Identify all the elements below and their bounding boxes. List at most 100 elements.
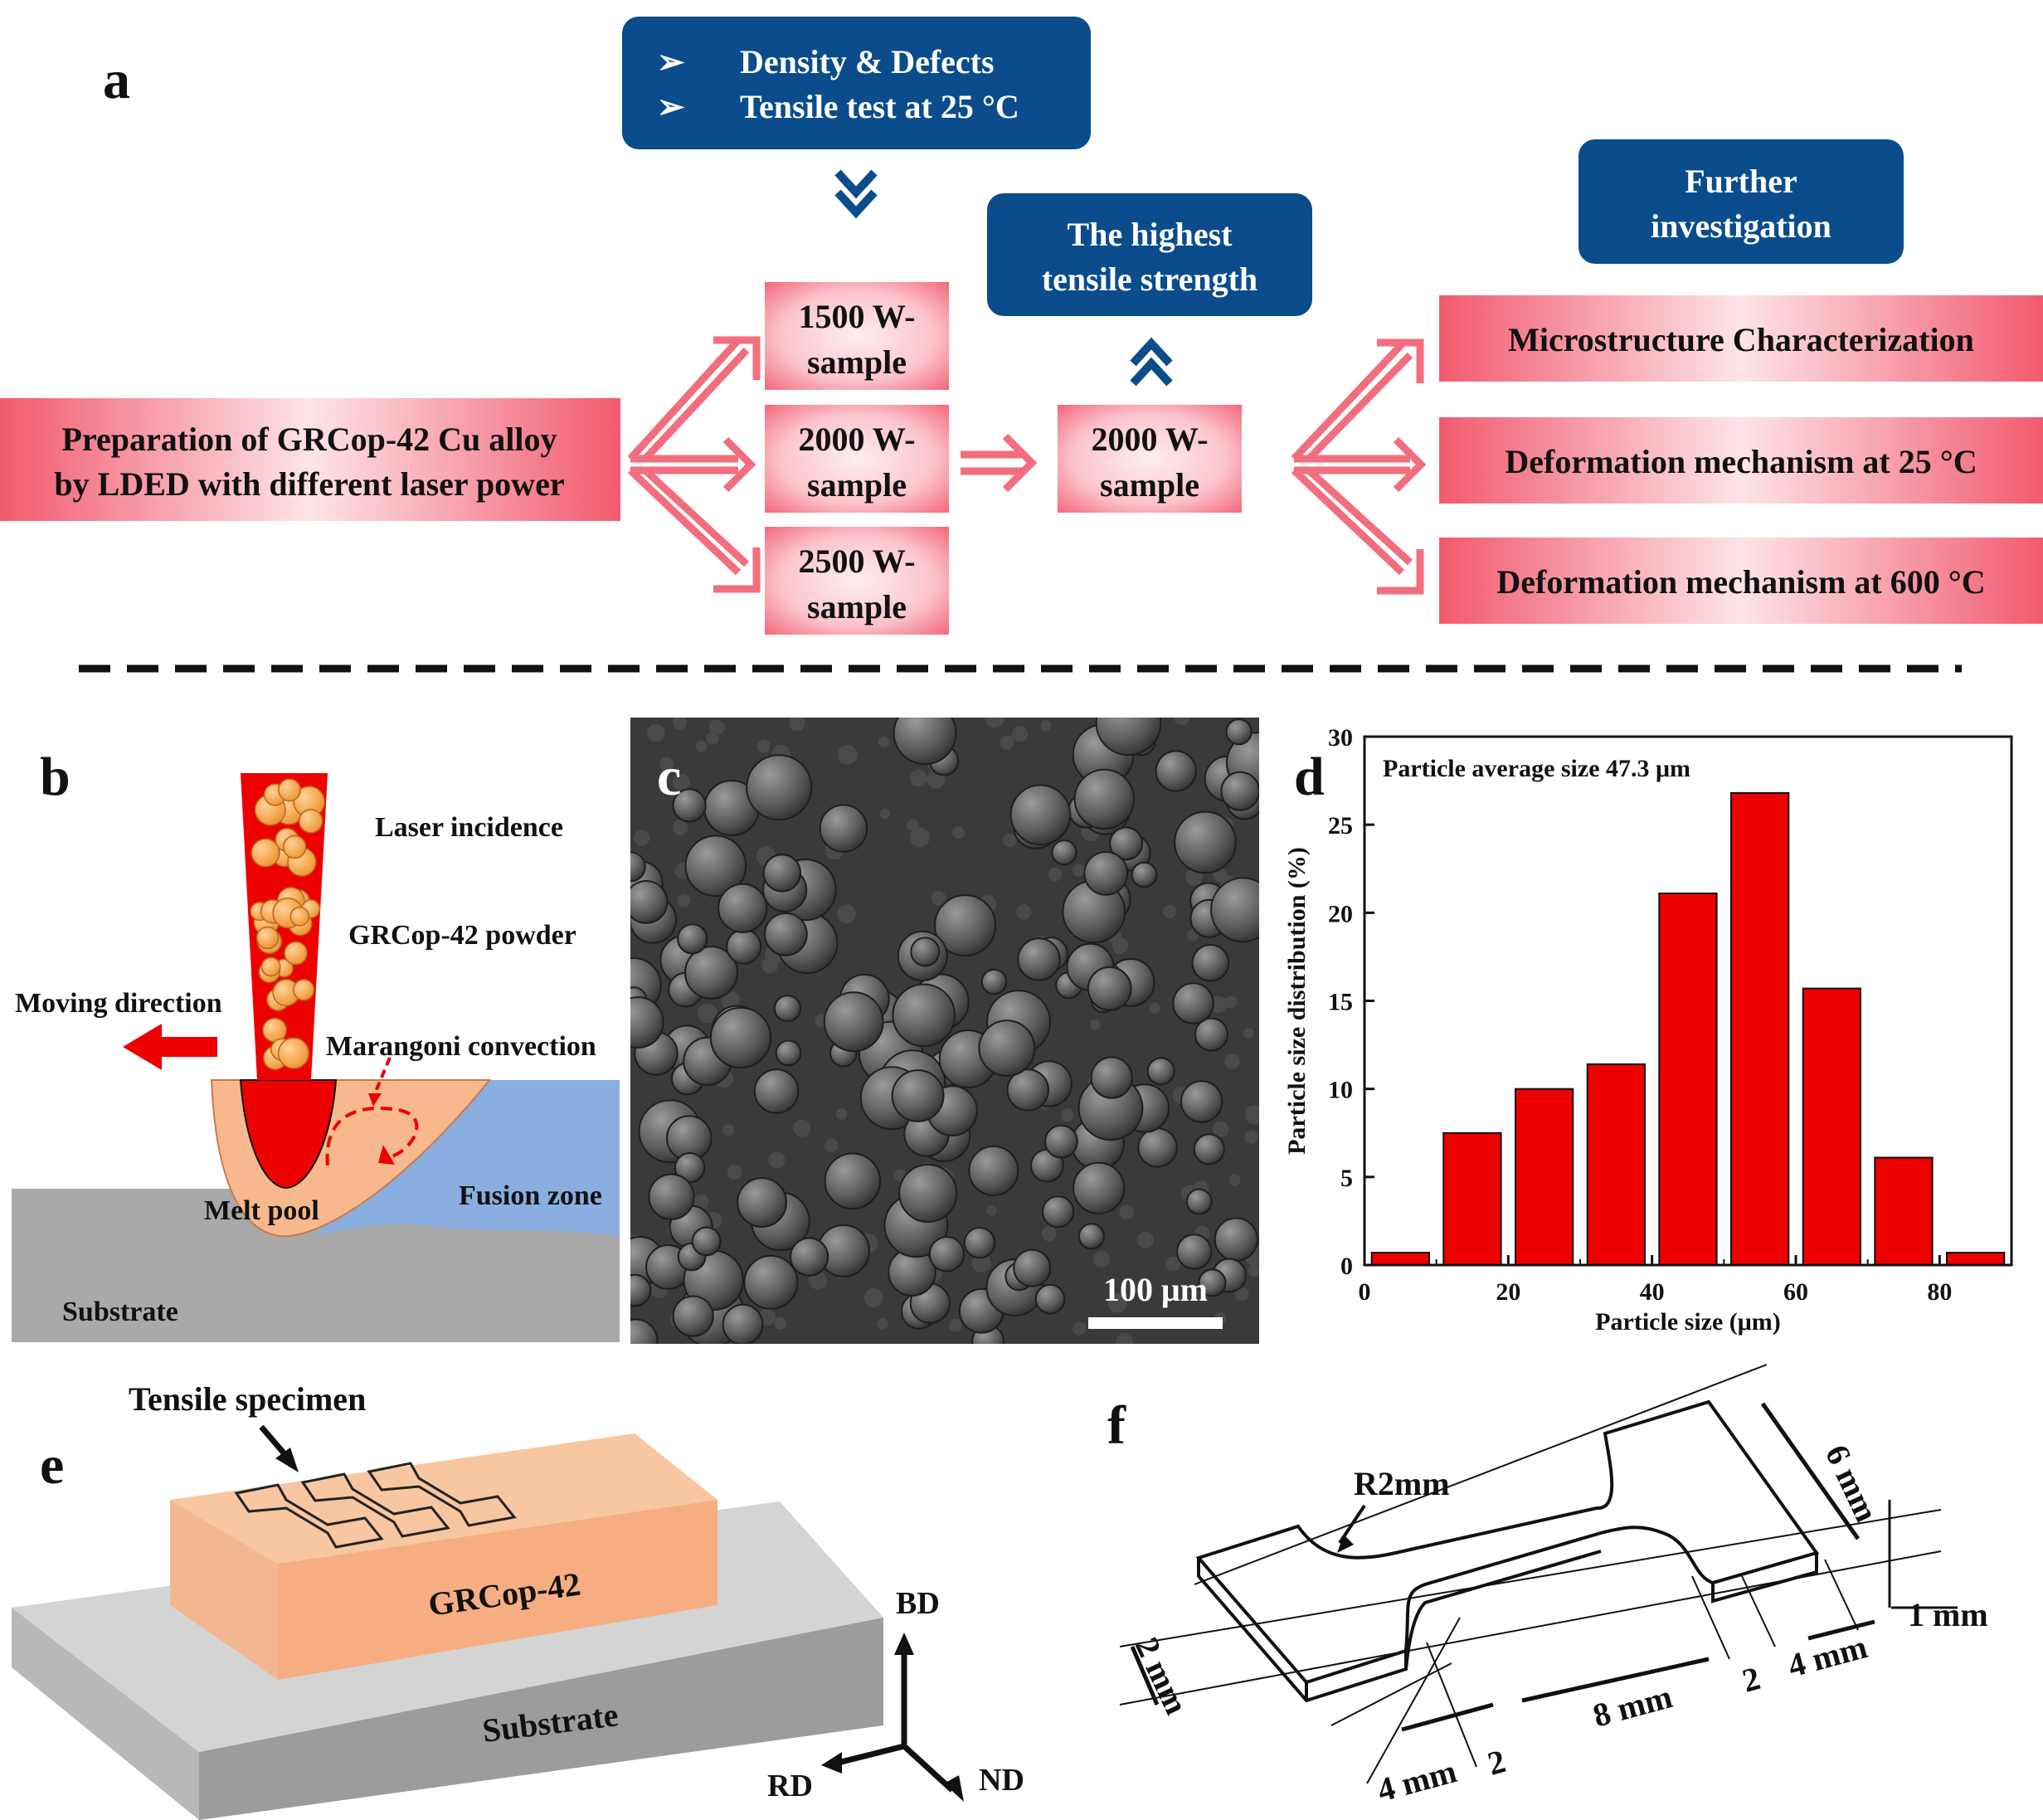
scale-bar bbox=[1088, 1317, 1223, 1329]
sem-particle bbox=[1220, 771, 1259, 811]
sem-small-particle bbox=[986, 1205, 997, 1216]
sem-small-particle bbox=[647, 723, 665, 742]
sem-particle bbox=[762, 854, 801, 893]
sem-small-particle bbox=[863, 1288, 883, 1307]
sem-particle bbox=[963, 1227, 996, 1259]
panel-label-f: f bbox=[1107, 1395, 1126, 1456]
dim-1mm-label: 1 mm bbox=[1908, 1596, 1988, 1633]
tensile-specimen-label: Tensile specimen bbox=[129, 1380, 366, 1418]
sem-particle bbox=[968, 1145, 1019, 1196]
preparation-line2: by LDED with different laser power bbox=[54, 465, 564, 503]
sem-particle bbox=[1109, 826, 1144, 861]
powder-label: GRCop-42 powder bbox=[348, 920, 576, 951]
sem-small-particle bbox=[1119, 1204, 1134, 1219]
sem-particle bbox=[824, 1152, 882, 1210]
sem-particle bbox=[1198, 1268, 1227, 1297]
sem-particle bbox=[1051, 839, 1077, 866]
sem-particle bbox=[1090, 1056, 1133, 1099]
dim-6mm-label: 6 mm bbox=[1818, 1439, 1886, 1528]
dim-4mm-right: 4 mm bbox=[1784, 1628, 1871, 1684]
chart-title: Particle average size 47.3 μm bbox=[1383, 755, 1690, 782]
dim-2-right: 2 bbox=[1739, 1659, 1764, 1700]
dim-8mm-label: 8 mm bbox=[1589, 1677, 1676, 1734]
powder-particle bbox=[284, 941, 308, 966]
y-tick-label: 5 bbox=[1340, 1165, 1353, 1192]
powder-particle bbox=[278, 778, 301, 802]
x-axis-label: Particle size (μm) bbox=[1595, 1308, 1781, 1336]
y-tick-label: 15 bbox=[1328, 989, 1353, 1016]
bar-15 bbox=[1442, 1131, 1502, 1267]
specimen-drawing bbox=[1195, 1399, 1820, 1703]
y-tick-label: 20 bbox=[1328, 900, 1353, 927]
sem-particle bbox=[1044, 1124, 1078, 1159]
sem-particle bbox=[630, 1273, 652, 1307]
sem-particle bbox=[934, 894, 997, 957]
sem-particle bbox=[717, 883, 768, 933]
bar-65 bbox=[1802, 987, 1861, 1266]
sem-particle bbox=[1042, 1195, 1075, 1229]
sem-small-particle bbox=[693, 1194, 709, 1209]
sem-particle bbox=[1073, 768, 1136, 830]
sem-small-particle bbox=[672, 718, 687, 730]
panel-f: f R bbox=[1107, 1364, 1988, 1809]
svg-text:sample: sample bbox=[807, 588, 907, 625]
sem-small-particle bbox=[837, 904, 856, 924]
sem-particle bbox=[1083, 851, 1129, 896]
sem-small-particle bbox=[1244, 1105, 1259, 1125]
sem-particle bbox=[928, 1236, 966, 1273]
svg-text:investigation: investigation bbox=[1651, 207, 1831, 245]
sem-particle bbox=[672, 1295, 714, 1337]
sem-particle bbox=[823, 991, 884, 1053]
marangoni-pointer-head bbox=[368, 1093, 382, 1107]
bullet-1: ➢ bbox=[657, 43, 685, 80]
sem-particle bbox=[790, 1237, 829, 1277]
sem-particle bbox=[709, 1006, 772, 1069]
density-defects-box: ➢ Density & Defects ➢ Tensile test at 25… bbox=[622, 17, 1091, 149]
svg-text:sample: sample bbox=[807, 466, 907, 504]
sem-small-particle bbox=[1149, 1002, 1160, 1014]
sem-particle bbox=[893, 718, 957, 766]
density-defects-text: Density & Defects bbox=[740, 43, 995, 80]
outcome-microstructure: Microstructure Characterization bbox=[1439, 295, 2043, 382]
sem-small-particle bbox=[951, 826, 965, 839]
sem-particle bbox=[1185, 1188, 1213, 1215]
sem-small-particle bbox=[697, 1003, 717, 1024]
sem-particle bbox=[1191, 944, 1230, 982]
sem-particle bbox=[898, 1164, 958, 1223]
sem-small-particle bbox=[708, 719, 725, 736]
sem-particle bbox=[1174, 810, 1237, 874]
sem-small-particle bbox=[1113, 942, 1126, 955]
grcop-block-top bbox=[170, 1433, 717, 1564]
sem-particle bbox=[764, 912, 808, 956]
dim-2mm-label: 2 mm bbox=[1128, 1632, 1196, 1720]
sem-small-particle bbox=[633, 830, 650, 846]
scale-bar-label: 100 μm bbox=[1103, 1271, 1208, 1308]
panel-a: a ➢ Density & Defects ➢ Tensile test at … bbox=[0, 17, 2043, 635]
sem-small-particle bbox=[1163, 905, 1177, 918]
svg-text:Deformation mechanism at 25 °C: Deformation mechanism at 25 °C bbox=[1505, 443, 1977, 480]
bar-75 bbox=[1874, 1156, 1934, 1266]
further-investigation-box: Further investigation bbox=[1578, 139, 1904, 264]
sem-particle bbox=[1131, 861, 1158, 888]
sem-particle bbox=[1225, 718, 1253, 746]
selected-sample-box: 2000 W- sample bbox=[1058, 405, 1242, 513]
svg-text:Further: Further bbox=[1685, 163, 1797, 200]
specimen-arrow bbox=[259, 1424, 289, 1458]
sem-small-particle bbox=[1212, 1121, 1229, 1138]
svg-text:Deformation mechanism at 600 °: Deformation mechanism at 600 °C bbox=[1496, 563, 1985, 601]
sem-small-particle bbox=[659, 757, 674, 772]
sem-small-particle bbox=[672, 773, 690, 791]
sem-small-particle bbox=[878, 736, 890, 748]
tensile-specimens bbox=[234, 1462, 517, 1549]
sem-small-particle bbox=[835, 1108, 848, 1120]
sem-small-particle bbox=[837, 744, 858, 765]
y-tick-label: 0 bbox=[1340, 1253, 1353, 1280]
x-tick-label: 60 bbox=[1783, 1278, 1808, 1306]
sem-small-particle bbox=[1000, 735, 1014, 750]
sem-small-particle bbox=[1041, 1226, 1057, 1242]
powder-particle bbox=[277, 1037, 310, 1069]
panel-label-d: d bbox=[1294, 747, 1325, 807]
melt-pool-label: Melt pool bbox=[204, 1195, 319, 1226]
panel-label-b: b bbox=[40, 747, 71, 807]
sem-particle bbox=[743, 1254, 799, 1310]
